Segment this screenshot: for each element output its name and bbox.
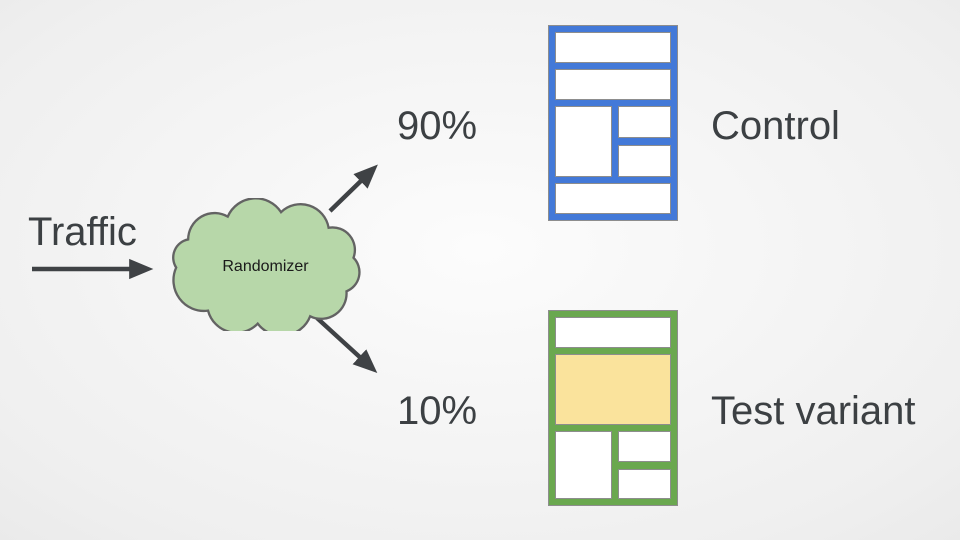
branch-top-percent-label: 90%: [397, 104, 478, 148]
cloud-shape-icon: [172, 198, 361, 331]
control-label: Control: [711, 104, 840, 148]
control-wireframe-icon: [548, 25, 678, 221]
control-side-block-2: [618, 145, 671, 177]
branch-bottom-percent-label: 10%: [397, 389, 478, 433]
control-footer-block: [555, 183, 671, 214]
traffic-label: Traffic: [28, 210, 137, 254]
randomizer-cloud: Randomizer: [164, 198, 367, 331]
test-variant-wireframe-icon: [548, 310, 678, 506]
variant-content-row: [555, 431, 671, 499]
randomizer-label: Randomizer: [222, 257, 309, 275]
test-variant-label: Test variant: [711, 389, 916, 433]
variant-side-column: [618, 431, 671, 499]
variant-header-block: [555, 317, 671, 348]
control-main-block: [555, 106, 613, 177]
variant-main-block: [555, 431, 613, 499]
control-subheader-block: [555, 69, 671, 100]
control-side-block-1: [618, 106, 671, 138]
variant-highlighted-block: [555, 354, 671, 425]
control-side-column: [618, 106, 671, 177]
variant-side-block-2: [618, 468, 671, 499]
control-content-row: [555, 106, 671, 177]
control-header-block: [555, 32, 671, 63]
variant-side-block-1: [618, 431, 671, 462]
